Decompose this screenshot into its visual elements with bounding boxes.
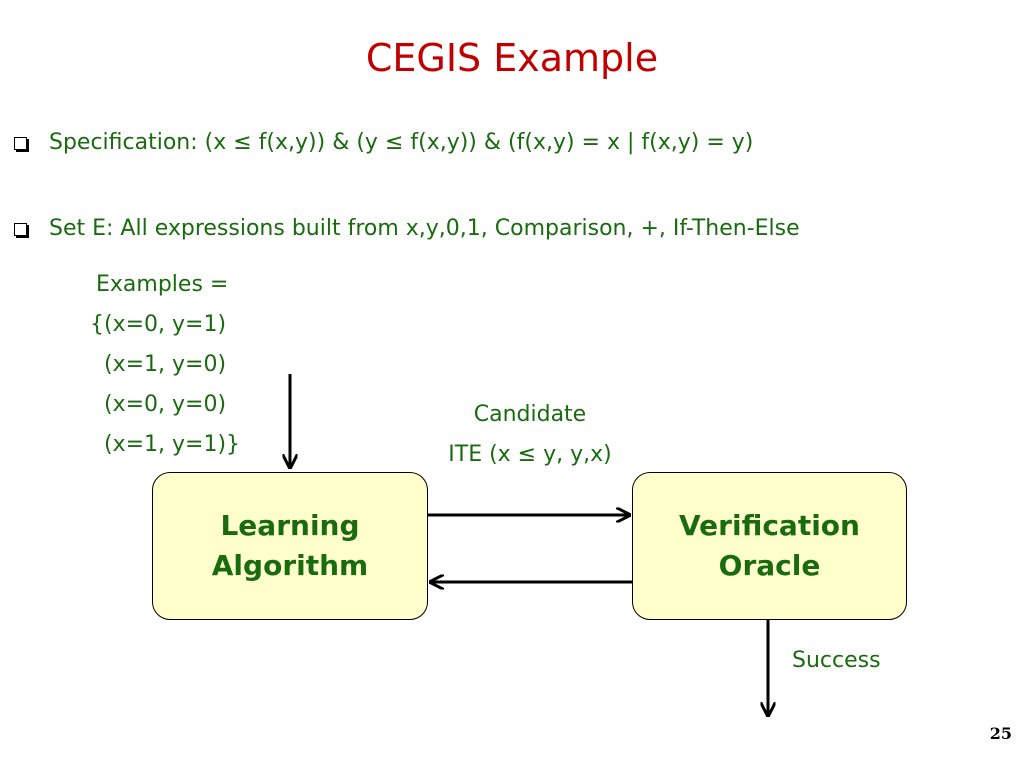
- square-bullet-icon: [14, 223, 27, 236]
- bullet-set-e: Set E: All expressions built from x,y,0,…: [14, 216, 800, 241]
- square-bullet-icon: [14, 137, 27, 150]
- examples-block: Examples = {(x=0, y=1) (x=1, y=0) (x=0, …: [90, 265, 240, 465]
- learning-algorithm-box: Learning Algorithm: [152, 472, 428, 620]
- example-line: (x=1, y=1)}: [104, 432, 241, 457]
- success-label: Success: [792, 648, 881, 673]
- learning-algorithm-label: Algorithm: [211, 549, 369, 582]
- candidate-expression-label: ITE (x ≤ y, y,x): [448, 442, 612, 467]
- learning-algorithm-label: Learning: [220, 509, 360, 542]
- specification-text: Specification: (x ≤ f(x,y)) & (y ≤ f(x,y…: [49, 130, 754, 155]
- set-e-text: Set E: All expressions built from x,y,0,…: [49, 216, 800, 241]
- verification-oracle-label: Verification: [679, 509, 860, 542]
- examples-heading: Examples =: [96, 272, 229, 297]
- verification-oracle-box: Verification Oracle: [632, 472, 907, 620]
- bullet-specification: Specification: (x ≤ f(x,y)) & (y ≤ f(x,y…: [14, 130, 753, 155]
- slide-title: CEGIS Example: [365, 36, 659, 80]
- example-line: (x=1, y=0): [104, 352, 227, 377]
- page-number: 25: [989, 724, 1012, 743]
- example-line: {(x=0, y=1): [90, 312, 227, 337]
- verification-oracle-label: Oracle: [718, 549, 821, 582]
- candidate-label: Candidate: [473, 402, 587, 427]
- example-line: (x=0, y=0): [104, 392, 227, 417]
